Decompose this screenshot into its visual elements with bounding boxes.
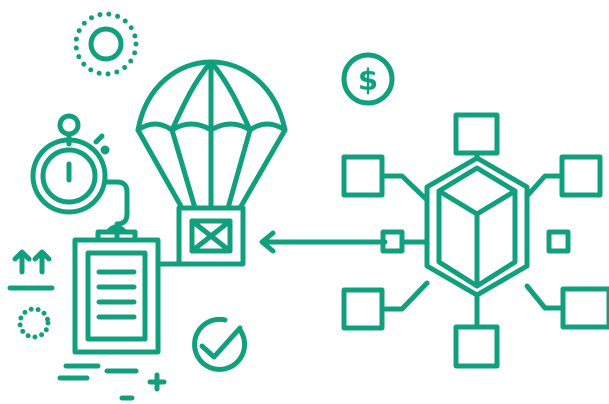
minus-plus-signs-icon <box>57 363 167 401</box>
stopwatch-icon <box>30 113 130 243</box>
network-hub-cube-icon <box>341 112 609 369</box>
sun-icon <box>73 11 139 77</box>
dotted-circle-icon <box>17 306 51 340</box>
dollar-coin-icon: $ <box>341 52 395 106</box>
dollar-symbol: $ <box>358 63 378 97</box>
up-arrows-icon <box>7 249 55 291</box>
checkmark-circle-icon <box>192 316 248 372</box>
clipboard-icon <box>72 224 182 355</box>
parachute-icon <box>135 59 288 267</box>
left-arrow-icon <box>259 230 388 254</box>
